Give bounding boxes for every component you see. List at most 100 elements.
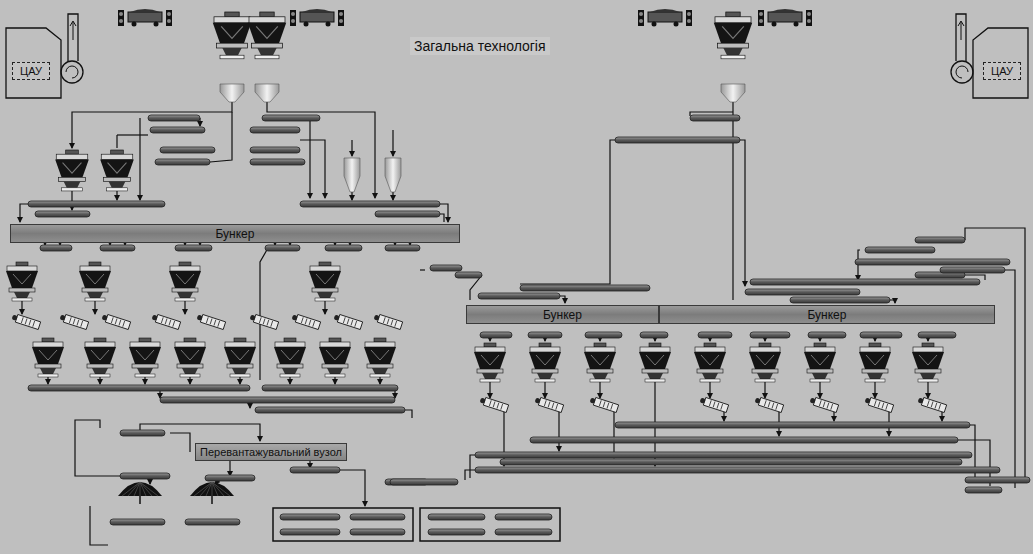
flow-line — [116, 135, 117, 148]
screen-symbol — [809, 396, 839, 412]
crusher-symbol — [364, 338, 396, 377]
flow-line — [613, 412, 614, 458]
cooler-symbol — [190, 482, 234, 504]
crusher-symbol — [639, 343, 671, 382]
flow-line — [489, 382, 490, 398]
conveyor-belt — [430, 265, 462, 271]
flow-line — [379, 377, 380, 384]
conveyor-belt — [350, 514, 405, 520]
storage-frame — [273, 508, 413, 541]
flow-line — [170, 433, 190, 452]
crusher-symbol — [169, 262, 201, 301]
flow-line — [184, 301, 185, 314]
crusher-symbol — [55, 150, 89, 191]
conveyor-belt — [250, 147, 300, 153]
screen-symbol — [373, 313, 403, 329]
conveyor-belt — [495, 514, 552, 520]
crusher-symbol — [694, 343, 726, 382]
flow-line — [740, 140, 745, 286]
flow-line — [1005, 270, 1015, 488]
flow-line — [440, 204, 448, 222]
feeder-hopper — [220, 84, 244, 102]
screen-symbol — [11, 313, 41, 329]
crusher-symbol — [319, 338, 351, 377]
conveyor-belt — [428, 529, 485, 535]
conveyor-belt — [205, 475, 255, 481]
screen-symbol — [754, 396, 784, 412]
conveyor-belt — [160, 147, 215, 153]
flow-line — [927, 338, 928, 341]
flow-line — [144, 377, 145, 384]
conveyor-belt — [495, 529, 552, 535]
conveyor-belt — [455, 272, 482, 278]
flow-line — [229, 461, 230, 476]
screen-symbol — [59, 313, 89, 329]
flow-line — [309, 118, 310, 198]
crusher-symbol — [79, 262, 111, 301]
crusher-symbol — [529, 343, 561, 382]
flow-line — [599, 338, 600, 341]
flow-line — [239, 377, 240, 384]
crusher-symbol — [248, 12, 286, 59]
conveyor-belt — [120, 473, 170, 479]
screen-symbol — [534, 396, 564, 412]
conveyor-belt — [585, 332, 622, 338]
node-label: Бункер — [808, 308, 847, 322]
screen-symbol — [479, 396, 509, 412]
bunker-band: Бункер — [10, 224, 460, 243]
conveyor-belt — [500, 459, 962, 465]
screen-symbol — [864, 396, 894, 412]
flow-line — [489, 338, 490, 341]
conveyor-belt — [390, 479, 458, 485]
transfer-node: Перевантажувальний вузол — [195, 443, 347, 461]
screen-symbol — [333, 313, 363, 329]
flow-line — [72, 102, 232, 148]
conveyor-belt — [475, 467, 1000, 473]
conveyor-belt — [940, 267, 1005, 273]
flow-line — [94, 301, 95, 314]
flow-line — [874, 382, 875, 398]
crusher-symbol — [129, 338, 161, 377]
conveyor-belt — [750, 279, 980, 285]
flow-line — [300, 140, 325, 198]
conveyor-belt — [250, 127, 300, 133]
flow-line — [544, 338, 545, 341]
conveyor-belt — [860, 332, 902, 338]
conveyor-belt — [262, 115, 320, 121]
flow-line — [117, 134, 148, 135]
crusher-symbol — [474, 343, 506, 382]
conveyor-belt — [255, 407, 405, 413]
conveyor-belt — [520, 285, 650, 291]
screen-symbol — [699, 396, 729, 412]
flow-line — [260, 248, 268, 380]
conveyor-belt — [150, 127, 205, 133]
conveyor-belt — [28, 201, 165, 207]
flow-line — [405, 410, 412, 418]
feeder-hopper — [721, 84, 745, 102]
node-label: Перевантажувальний вузол — [200, 446, 342, 458]
flow-line — [289, 377, 290, 384]
crusher-symbol — [100, 150, 134, 191]
control-building — [951, 14, 1028, 98]
rail-wagon — [290, 9, 344, 27]
control-room-box: ЦАУ — [983, 62, 1021, 80]
flow-line — [465, 470, 475, 480]
rail-wagon — [118, 9, 172, 27]
control-building — [6, 14, 83, 98]
crusher-symbol — [274, 338, 306, 377]
flow-line — [392, 130, 393, 156]
screen-symbol — [589, 396, 619, 412]
conveyor-belt — [148, 115, 200, 121]
conveyor-belt — [615, 422, 970, 428]
storage-frame — [420, 508, 560, 541]
crusher-symbol — [912, 343, 944, 382]
flow-line — [47, 377, 48, 384]
conveyor-belt — [528, 332, 562, 338]
crusher-symbol — [859, 343, 891, 382]
flow-line — [732, 102, 733, 300]
conveyor-belt — [475, 452, 972, 458]
flow-line — [819, 382, 820, 398]
flow-line — [21, 301, 22, 314]
conveyor-belt — [745, 289, 860, 295]
flow-line — [334, 377, 335, 384]
